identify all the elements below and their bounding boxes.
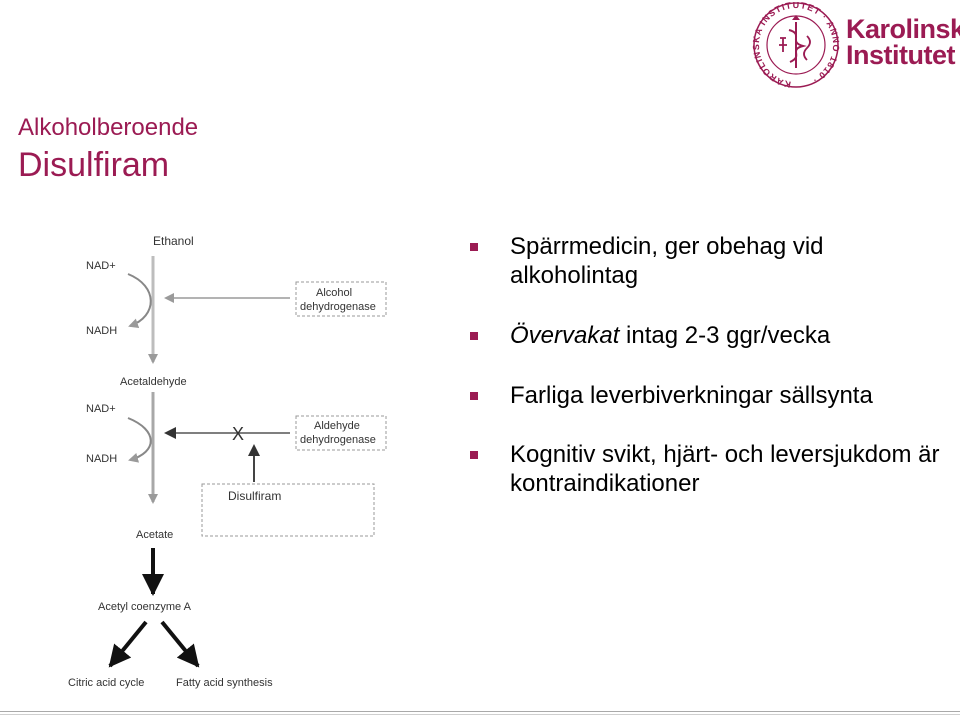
label-adh-line1: Alcohol (316, 287, 352, 299)
label-nadh-2: NADH (86, 453, 117, 465)
bullet-square-icon (470, 332, 478, 340)
label-adh-line2: dehydrogenase (300, 301, 376, 313)
bullet-item: Spärrmedicin, ger obehag vid alkoholinta… (470, 232, 940, 290)
label-aldh-line1: Aldehyde (314, 420, 360, 432)
seal-icon: KAROLINSKA INSTITUTET · ANNO 1810 · (752, 2, 840, 88)
karolinska-logo: KAROLINSKA INSTITUTET · ANNO 1810 · Karo… (752, 2, 960, 88)
label-acetyl-coa: Acetyl coenzyme A (98, 601, 192, 613)
arrow-nad-nadh-2 (127, 417, 152, 463)
arrow-to-citric-acid-cycle (108, 620, 148, 668)
bullet-item: Kognitiv svikt, hjärt- och leversjukdom … (470, 440, 940, 498)
bullet-item: Övervakat intag 2-3 ggr/vecka (470, 321, 940, 350)
bullet-square-icon (470, 392, 478, 400)
arrow-nad-nadh-1 (127, 273, 152, 329)
enzyme-box-adh (295, 281, 387, 317)
slide-title: Disulfiram (18, 146, 170, 184)
label-acetaldehyde: Acetaldehyde (120, 376, 187, 388)
bullet-text: Kognitiv svikt, hjärt- och leversjukdom … (510, 441, 940, 497)
label-nad-2: NAD+ (86, 403, 116, 415)
bullet-text-italic: Övervakat (510, 322, 620, 349)
bullet-text: Farliga leverbiverkningar sällsynta (510, 382, 873, 409)
logo-wordmark: Karolinska Institutet (846, 14, 960, 70)
bullet-square-icon (470, 243, 478, 251)
label-ethanol: Ethanol (153, 234, 194, 248)
label-disulfiram: Disulfiram (228, 489, 281, 503)
block-x-mark: X (232, 424, 244, 444)
bullet-text: intag 2-3 ggr/vecka (619, 322, 831, 349)
label-nad-1: NAD+ (86, 260, 116, 272)
label-citric-acid-cycle: Citric acid cycle (68, 677, 144, 689)
footer-divider (0, 711, 960, 712)
slide-subtitle: Alkoholberoende (18, 114, 199, 141)
footer-divider-shadow (0, 714, 960, 715)
bullet-list: Spärrmedicin, ger obehag vid alkoholinta… (470, 232, 940, 529)
logo-line-2: Institutet (846, 40, 956, 70)
bullet-square-icon (470, 451, 478, 459)
metabolism-diagram: Ethanol NAD+ NADH Alcohol dehydrogenase … (68, 234, 387, 689)
arrow-to-fatty-acid-synthesis (160, 620, 200, 668)
drug-box-disulfiram (201, 483, 375, 537)
bullet-text: Spärrmedicin, ger obehag vid alkoholinta… (510, 233, 824, 289)
label-acetate: Acetate (136, 529, 173, 541)
logo-line-1: Karolinska (846, 14, 960, 44)
bullet-item: Farliga leverbiverkningar sällsynta (470, 381, 940, 410)
label-fatty-acid-synthesis: Fatty acid synthesis (176, 677, 273, 689)
label-aldh-line2: dehydrogenase (300, 434, 376, 446)
enzyme-box-aldh (295, 415, 387, 451)
label-nadh-1: NADH (86, 325, 117, 337)
